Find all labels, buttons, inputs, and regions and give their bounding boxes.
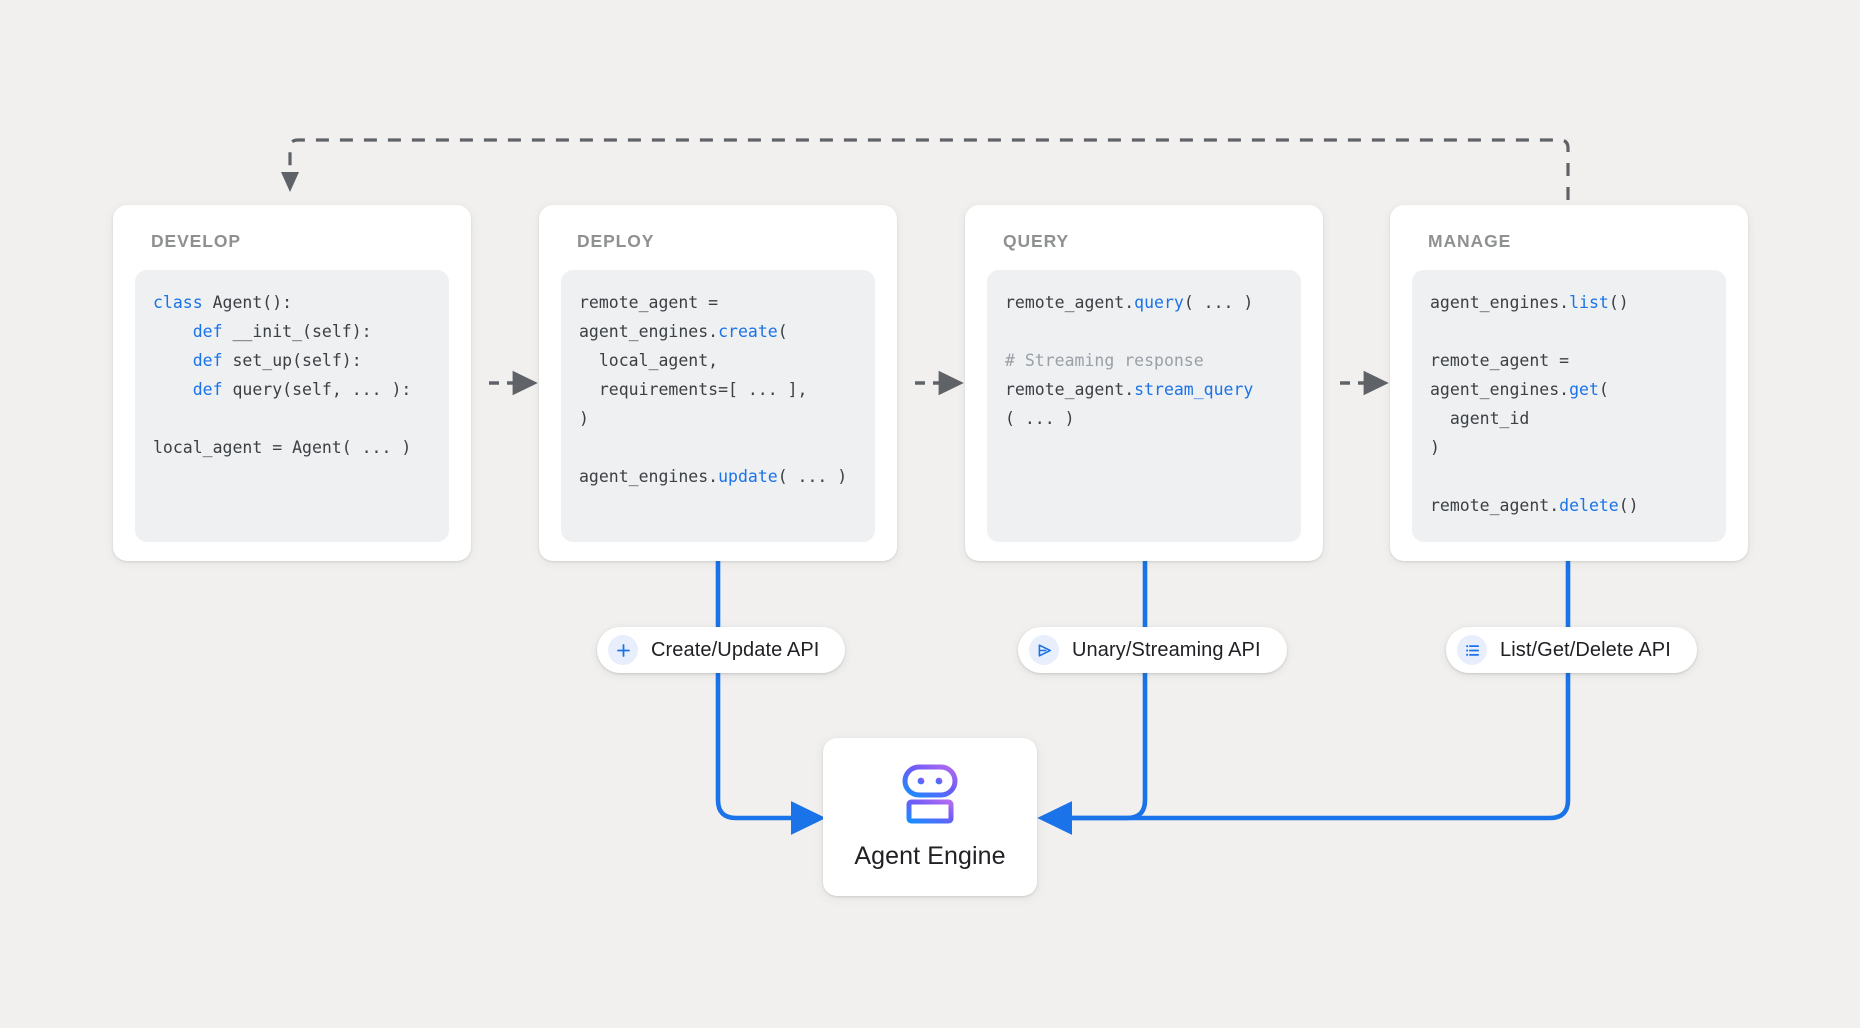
wire-query-to-agent-engine bbox=[1037, 561, 1148, 836]
code-line: remote_agent = bbox=[579, 293, 719, 312]
code-line: # Streaming response bbox=[1005, 351, 1204, 370]
feedback-dashed-arrow bbox=[281, 138, 1570, 200]
code-line: local_agent, bbox=[579, 351, 719, 370]
code-line: remote_agent.delete() bbox=[1430, 496, 1639, 515]
phase-title-query: QUERY bbox=[1003, 231, 1070, 251]
code-line: class Agent(): bbox=[153, 293, 293, 312]
code-line: def set_up(self): bbox=[192, 351, 362, 370]
api-pill-list-get-delete[interactable]: List/Get/Delete API bbox=[1446, 627, 1697, 673]
wire-manage-to-agent-engine bbox=[1063, 561, 1571, 821]
code-line: ) bbox=[579, 409, 589, 428]
phase-card-deploy[interactable]: DEPLOY remote_agent = agent_engines.creat… bbox=[539, 205, 897, 561]
list-icon bbox=[1457, 635, 1487, 665]
send-triangle-icon bbox=[1029, 635, 1059, 665]
code-line: remote_agent.query( ... ) bbox=[1005, 293, 1254, 312]
api-pill-create-update[interactable]: Create/Update API bbox=[597, 627, 846, 673]
code-line: remote_agent = bbox=[1430, 351, 1570, 370]
agent-engine-label: Agent Engine bbox=[854, 842, 1006, 870]
api-pill-label: Create/Update API bbox=[651, 638, 820, 661]
code-block-develop: class Agent(): def __init_(self): def se… bbox=[135, 270, 449, 542]
code-line: agent_engines.get( bbox=[1430, 380, 1609, 399]
phase-card-manage[interactable]: MANAGE agent_engines.list() remote_agent… bbox=[1390, 205, 1748, 561]
api-pill-label: List/Get/Delete API bbox=[1500, 638, 1671, 661]
code-line: requirements=[ ... ], bbox=[579, 380, 808, 399]
phase-card-query[interactable]: QUERY remote_agent.query( ... ) # Stream… bbox=[965, 205, 1323, 561]
code-line bbox=[153, 404, 433, 433]
wire-deploy-to-agent-engine bbox=[715, 561, 826, 836]
phase-title-develop: DEVELOP bbox=[151, 231, 241, 251]
code-line: remote_agent.stream_query bbox=[1005, 380, 1254, 399]
code-line bbox=[1430, 317, 1710, 346]
phase-card-develop[interactable]: DEVELOP class Agent(): def __init_(self)… bbox=[113, 205, 471, 561]
code-block-query: remote_agent.query( ... ) # Streaming re… bbox=[987, 270, 1301, 542]
code-line: local_agent = Agent( ... ) bbox=[153, 438, 412, 457]
code-line: agent_engines.list() bbox=[1430, 293, 1629, 312]
code-line: def query(self, ... ): bbox=[192, 380, 412, 399]
code-line: ( ... ) bbox=[1005, 409, 1075, 428]
agent-engine-node[interactable]: Agent Engine bbox=[823, 738, 1037, 896]
api-pill-label: Unary/Streaming API bbox=[1072, 638, 1261, 661]
code-line bbox=[579, 433, 859, 462]
phase-title-manage: MANAGE bbox=[1428, 231, 1512, 251]
api-pill-unary-streaming[interactable]: Unary/Streaming API bbox=[1018, 627, 1287, 673]
code-block-manage: agent_engines.list() remote_agent = agent… bbox=[1412, 270, 1726, 542]
code-line bbox=[1005, 317, 1285, 346]
code-line: agent_engines.create( bbox=[579, 322, 788, 341]
code-block-deploy: remote_agent = agent_engines.create( loca… bbox=[561, 270, 875, 542]
code-line bbox=[1430, 462, 1710, 491]
code-line: ) bbox=[1430, 438, 1440, 457]
robot-icon bbox=[897, 763, 963, 830]
plus-icon bbox=[608, 635, 638, 665]
phase-title-deploy: DEPLOY bbox=[577, 231, 655, 251]
code-line: def __init_(self): bbox=[192, 322, 372, 341]
code-line: agent_id bbox=[1430, 409, 1530, 428]
code-line: agent_engines.update( ... ) bbox=[579, 467, 848, 486]
